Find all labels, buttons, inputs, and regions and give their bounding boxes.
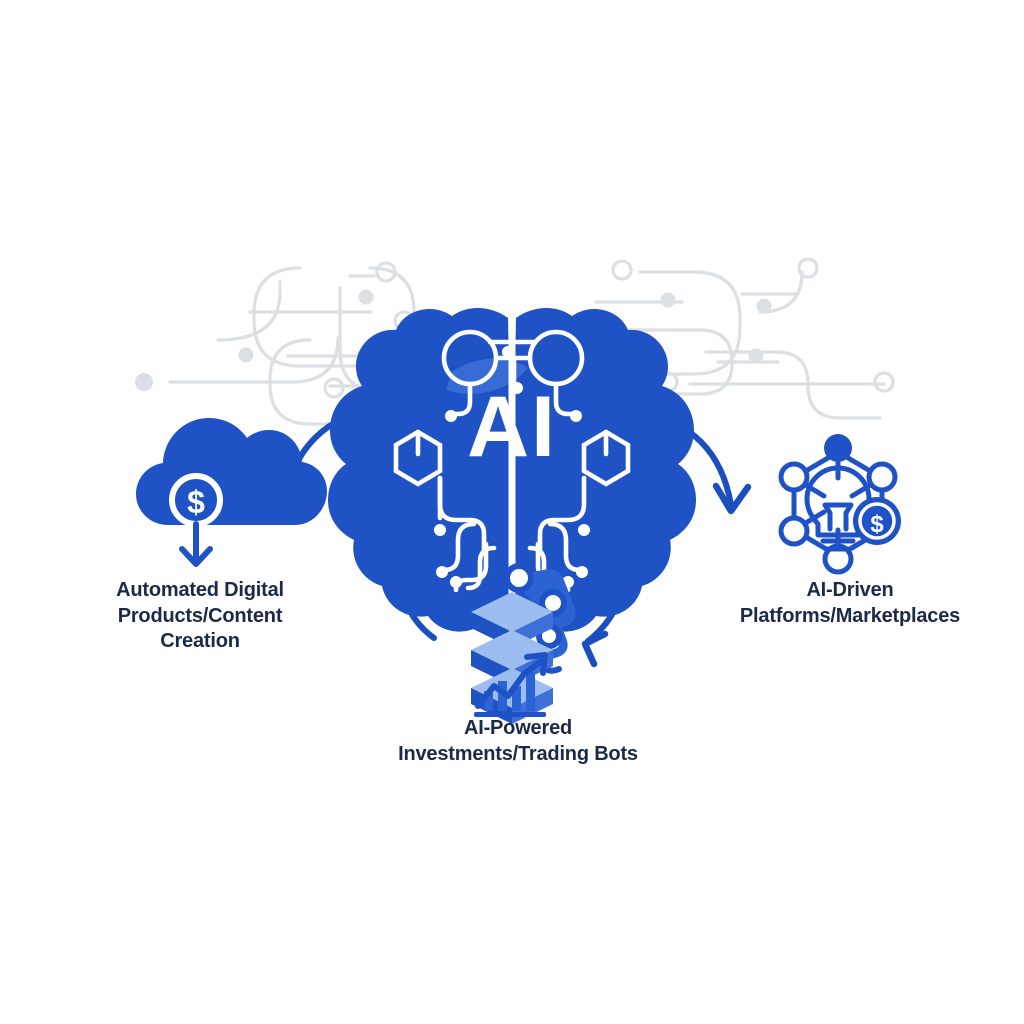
cloud-shape (136, 418, 327, 525)
node-label-ai-driven-platforms: AI-Driven Platforms/Marketplaces (739, 579, 961, 627)
brain-circuit-traces (393, 329, 631, 593)
node-label-ai-powered-investments: AI-Powered Investments/Trading Bots (398, 717, 638, 765)
robot-arm (491, 562, 576, 674)
growth-bar-chart (474, 652, 548, 717)
node-label-automated-digital-products: Automated Digital Products/Content Creat… (116, 579, 284, 653)
dollar-coin-icon: $ (853, 497, 901, 545)
download-arrow-icon (179, 521, 213, 567)
svg-text:$: $ (870, 511, 884, 538)
lightbulb-icon (804, 465, 872, 552)
network-nodes (778, 434, 898, 575)
brain-ai-label: AI (467, 379, 557, 475)
svg-text:$: $ (187, 484, 205, 520)
